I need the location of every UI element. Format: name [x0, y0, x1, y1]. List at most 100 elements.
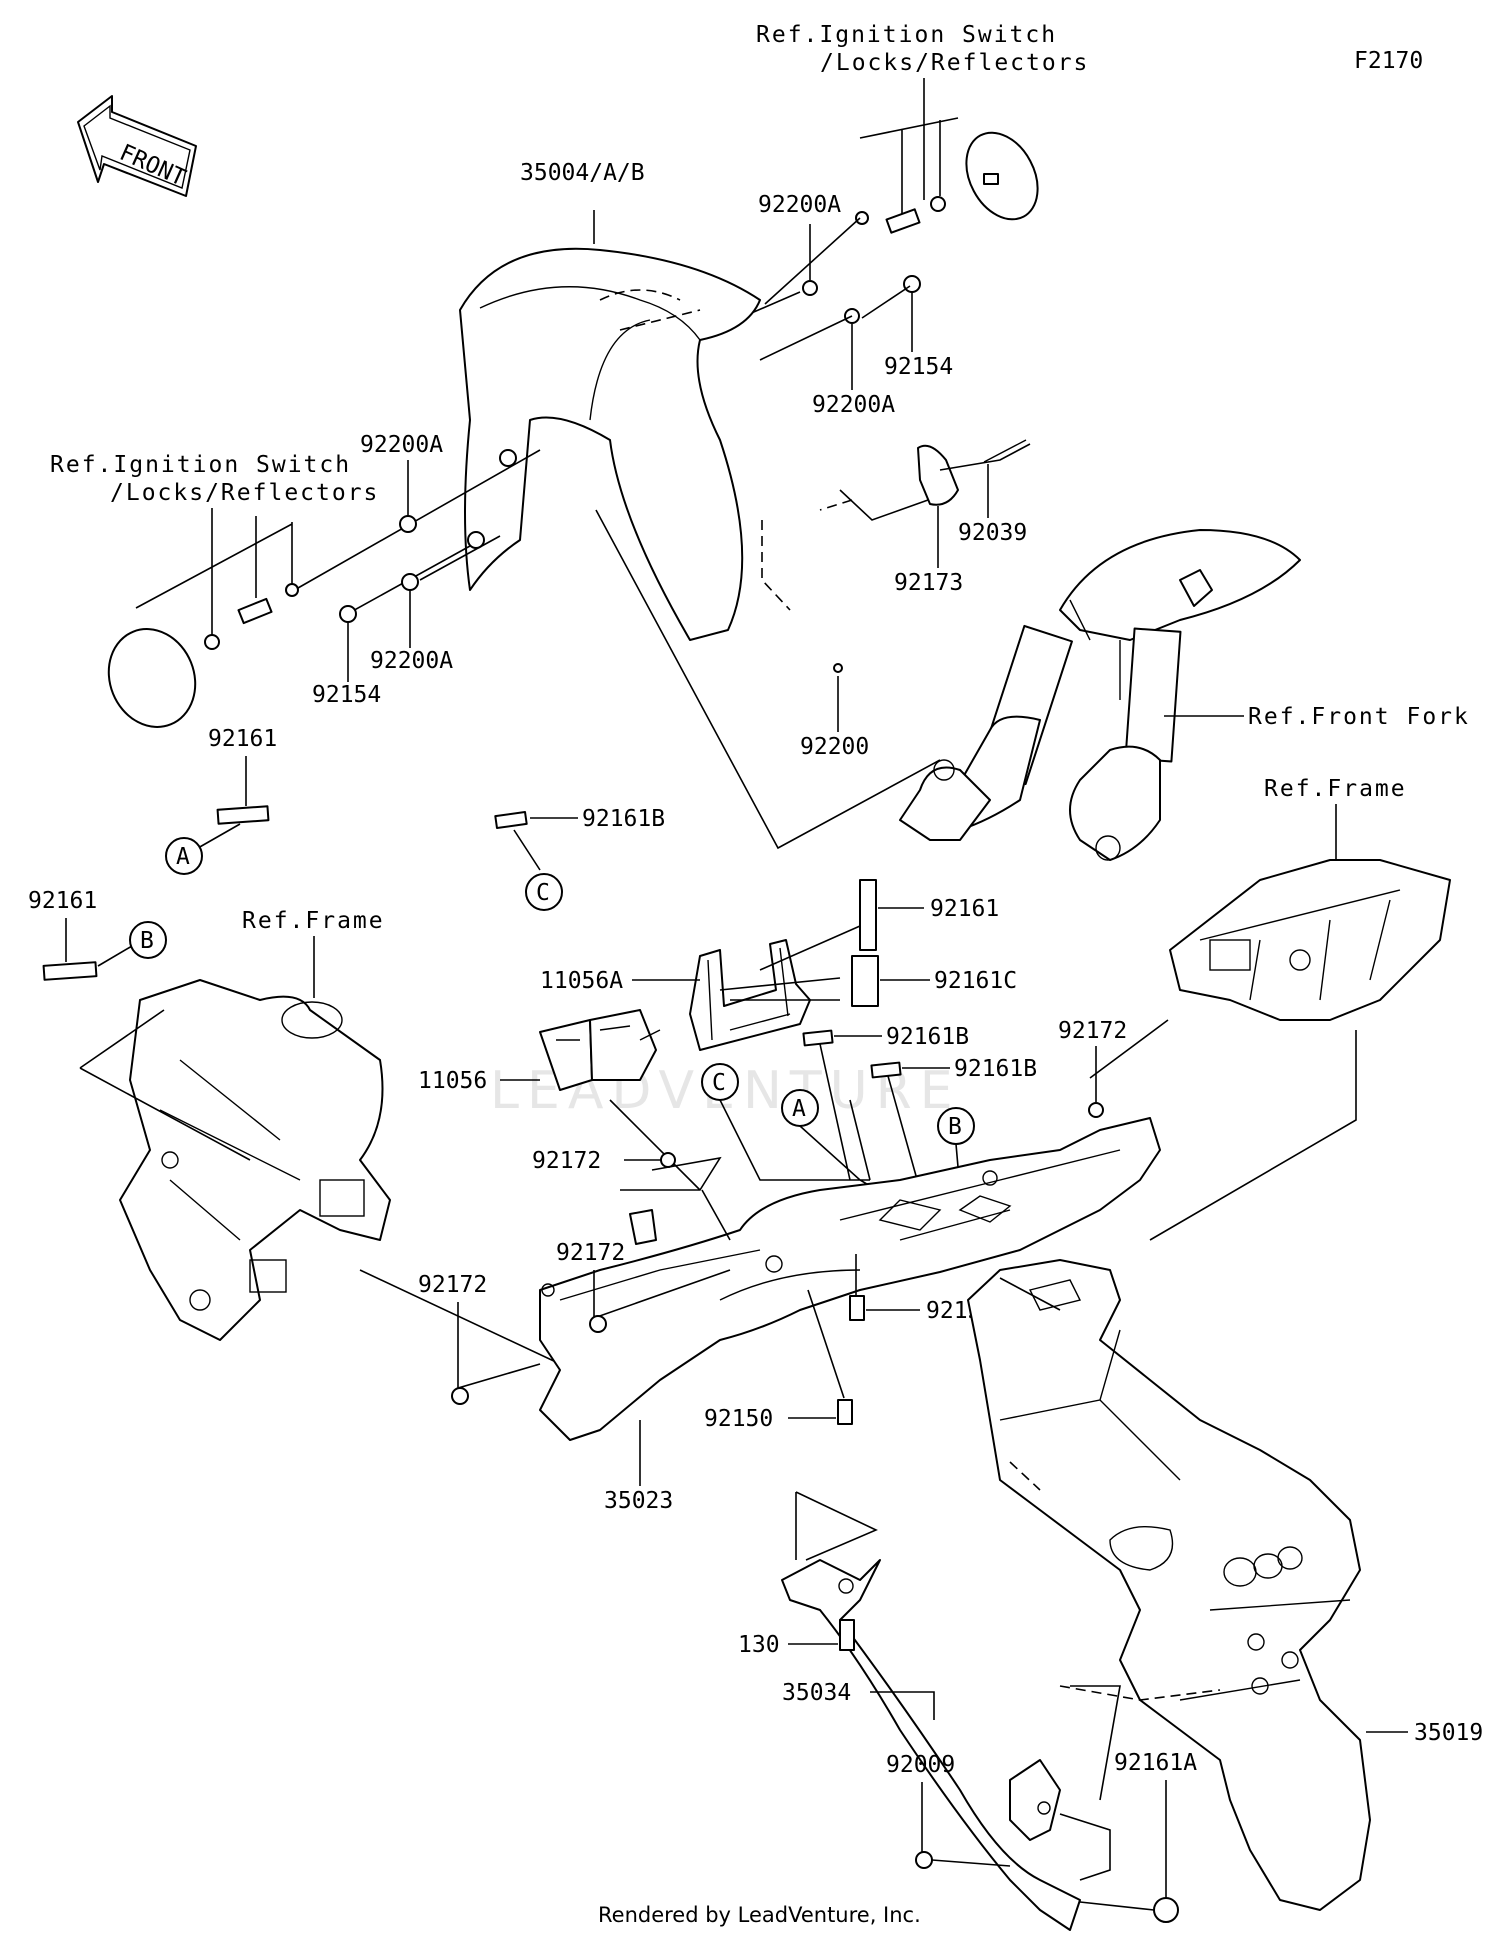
label-92161C: 92161C	[934, 968, 1017, 994]
washer-top-2	[802, 280, 818, 296]
axis-92009	[931, 1859, 1011, 1867]
fender-to-fork-leader	[595, 509, 941, 850]
clamp-92173	[917, 444, 959, 506]
label-92172-right: 92172	[1058, 1018, 1127, 1044]
washer-92200	[833, 663, 843, 673]
label-92161B-1: 92161B	[886, 1024, 969, 1050]
callout-b-left	[129, 921, 167, 959]
label-92161-b: 92161	[28, 888, 97, 914]
reflector-left	[107, 628, 197, 728]
ref-frame-left: Ref.Frame	[242, 908, 385, 934]
label-92172-low: 92172	[556, 1240, 625, 1266]
label-11056: 11056	[418, 1068, 487, 1094]
footer-credit: Rendered by LeadVenture, Inc.	[598, 1903, 921, 1927]
reflector-left-spacer	[237, 597, 273, 625]
bracket-11056A	[689, 939, 811, 1051]
front-fender	[459, 247, 853, 641]
label-11056A: 11056A	[540, 968, 623, 994]
ref-ignition-top-line1: Ref.Ignition Switch	[756, 22, 1057, 48]
frame-left	[119, 979, 391, 1341]
rear-fender-leaders	[999, 1277, 1121, 1801]
washer-92161A	[1153, 1897, 1179, 1923]
rear-fender-hidden	[1009, 1461, 1221, 1701]
reflector-top-stud	[983, 173, 999, 185]
washer-left-small	[285, 583, 299, 597]
callout-c-mid-text: C	[712, 1070, 726, 1096]
reflector-left-nut	[204, 634, 220, 650]
label-92200A-mid: 92200A	[812, 392, 895, 418]
callout-c-top	[525, 873, 563, 911]
top-bolt-axis	[739, 217, 911, 361]
inner-fender-leaders	[609, 1099, 871, 1241]
sticker-92161C	[851, 955, 879, 1007]
washer-92200A-left2	[401, 573, 419, 591]
callout-a-mid-text: A	[792, 1096, 806, 1122]
tie-92039	[983, 439, 1027, 463]
axis-92150-2	[807, 1289, 845, 1399]
label-92009: 92009	[886, 1752, 955, 1778]
screw-92172-left	[451, 1387, 469, 1405]
clip-small	[629, 1209, 657, 1245]
ref-ignition-top-line2: /Locks/Reflectors	[820, 50, 1089, 76]
callout-b-mid-text: B	[948, 1114, 962, 1140]
label-92039: 92039	[958, 520, 1027, 546]
ref-ignition-left-line2: /Locks/Reflectors	[110, 480, 379, 506]
axis-92161A	[1079, 1901, 1155, 1911]
ref-frame-right: Ref.Frame	[1264, 776, 1407, 802]
callout-b-left-text: B	[140, 928, 154, 954]
sticker-92161B-2	[870, 1061, 902, 1079]
bolt-92009	[915, 1851, 933, 1869]
sticker-92161-mid	[859, 879, 877, 951]
leader-a-left	[197, 823, 241, 849]
sticker-92161-b	[42, 961, 98, 981]
label-92200A-top: 92200A	[758, 192, 841, 218]
label-92200A-left: 92200A	[360, 432, 443, 458]
label-92154-left: 92154	[312, 682, 381, 708]
ref-ignition-top-leader	[859, 78, 959, 214]
front-fork	[899, 529, 1301, 861]
screw-92172-low	[589, 1315, 607, 1333]
figure-code: F2170	[1354, 48, 1423, 74]
reflector-top-nut	[930, 196, 946, 212]
label-92161-mid: 92161	[930, 896, 999, 922]
sticker-92161-left	[216, 805, 270, 825]
bolt-92154-left	[339, 605, 357, 623]
clamp-leaders	[839, 443, 1031, 521]
stay-lower-leader	[1059, 1813, 1111, 1881]
rear-fender-35019	[967, 1259, 1371, 1911]
label-130: 130	[738, 1632, 780, 1658]
frame-left-leaders	[79, 1009, 591, 1379]
bolt-92150-2	[837, 1399, 853, 1425]
label-92200: 92200	[800, 734, 869, 760]
label-35023: 35023	[604, 1488, 673, 1514]
frame-right	[1169, 859, 1451, 1021]
label-35034: 35034	[782, 1680, 851, 1706]
bolt-130	[839, 1619, 855, 1651]
label-92161-left: 92161	[208, 726, 277, 752]
leader-92172-left	[457, 1302, 541, 1390]
label-92161B-top: 92161B	[582, 806, 665, 832]
label-92172-left: 92172	[418, 1272, 487, 1298]
label-35004: 35004/A/B	[520, 160, 645, 186]
stay-35034-leaders	[795, 1491, 878, 1561]
bolt-92154-top	[903, 275, 921, 293]
inner-fender-35023	[539, 1117, 1161, 1441]
leader-35034	[870, 1691, 935, 1720]
label-92172-mid: 92172	[532, 1148, 601, 1174]
sticker-92161B-1	[802, 1029, 834, 1047]
washer-top-1	[855, 211, 869, 225]
label-92150-2: 92150	[704, 1406, 773, 1432]
screw-92172-right	[1088, 1102, 1104, 1118]
screw-92172-mid	[660, 1152, 676, 1168]
ref-front-fork: Ref.Front Fork	[1248, 704, 1470, 730]
sticker-92161B-top	[494, 810, 528, 830]
reflector-top	[965, 131, 1039, 221]
bracket-11056	[539, 1009, 661, 1091]
callout-a-left	[165, 837, 203, 875]
stay-35034	[781, 1559, 1081, 1931]
label-92173: 92173	[894, 570, 963, 596]
front-arrow-icon	[77, 95, 197, 197]
washer-92200A-left	[399, 515, 417, 533]
frame-right-leaders	[1089, 1019, 1357, 1241]
